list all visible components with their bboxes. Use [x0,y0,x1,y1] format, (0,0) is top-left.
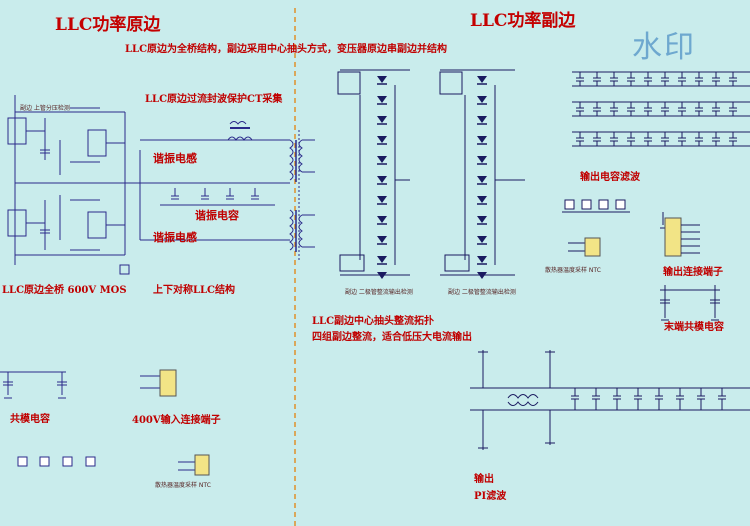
end-common-mode-cap-label: 末端共模电容 [664,322,724,333]
resonant-tank [139,121,315,260]
tiny-label-ntc-right: 散热器温度采样 NTC [545,267,601,274]
diode-icon [377,156,387,163]
diode-icon [377,176,387,183]
bottom-pi-filter-label: PI滤波 [474,491,507,502]
primary-title: LLC功率原边 [55,15,161,35]
diode-icon [377,196,387,203]
tiny-label-ntc-left: 散热器温度采样 NTC [155,482,211,489]
resonant-inductor-top-label: 谐振电感 [153,152,197,165]
output-cap-filter-label: 输出电容滤波 [580,172,640,183]
output-terminal-label: 输出连接端子 [663,267,723,278]
common-mode-cap-label: 共模电容 [10,414,50,425]
input-terminal-label: 400V输入连接端子 [132,415,221,426]
diode-icon [377,116,387,123]
pi-filter-capacitors [571,388,726,410]
diode-icon [477,76,487,83]
diode-icon [477,176,487,183]
resonant-capacitor-label: 谐振电容 [195,209,239,222]
diode-icon [377,272,387,279]
pi-filter [470,350,750,450]
diode-icon [377,216,387,223]
tiny-label-rect-1: 副边 二极管整流输出检测 [345,289,413,296]
diode-icon [477,136,487,143]
rectifier-stack-2 [395,69,525,276]
ntc-connector-right [568,237,601,257]
rectifier-diodes [377,76,487,279]
resonant-inductor-bottom-label: 谐振电感 [153,231,197,244]
diode-icon [477,272,487,279]
common-mode-caps [0,371,67,399]
diode-icon [377,136,387,143]
diode-icon [477,256,487,263]
full-bridge-label: LLC原边全桥 600V MOS [2,285,127,296]
overcurrent-ct-label: LLC原边过流封波保护CT采集 [145,94,283,105]
output-capacitor-banks [572,71,750,147]
input-terminal-symbol [140,369,177,397]
diode-icon [377,236,387,243]
bottom-output-label: 输出 [474,474,494,485]
watermark: 水印 [632,30,696,65]
tiny-label-top-left: 副边 上管分压检测 [20,105,70,112]
diode-icon [377,256,387,263]
output-terminal-symbol [660,212,700,257]
diode-icon [377,76,387,83]
structure-description: LLC原边为全桥结构，副边采用中心抽头方式，变压器原边串副边并结构 [125,44,448,55]
diode-icon [477,236,487,243]
secondary-title: LLC功率副边 [470,11,576,31]
diode-icon [477,196,487,203]
diode-icon [377,96,387,103]
symmetric-structure-label: 上下对称LLC结构 [153,285,236,296]
bottom-left-connectors [17,456,96,467]
primary-full-bridge [7,95,140,275]
ntc-connector-left [178,454,210,476]
tiny-label-rect-2: 副边 二极管整流输出检测 [448,289,516,296]
topology-label-line2: 四组副边整流，适合低压大电流输出 [312,332,472,343]
diode-icon [477,156,487,163]
topology-label-line1: LLC副边中心抽头整流拓扑 [312,316,435,327]
diode-icon [477,216,487,223]
diode-icon [477,116,487,123]
output-cap-connectors [562,199,630,213]
end-common-mode-caps [660,285,720,321]
rectifier-stack-1 [337,69,410,276]
diode-icon [477,96,487,103]
